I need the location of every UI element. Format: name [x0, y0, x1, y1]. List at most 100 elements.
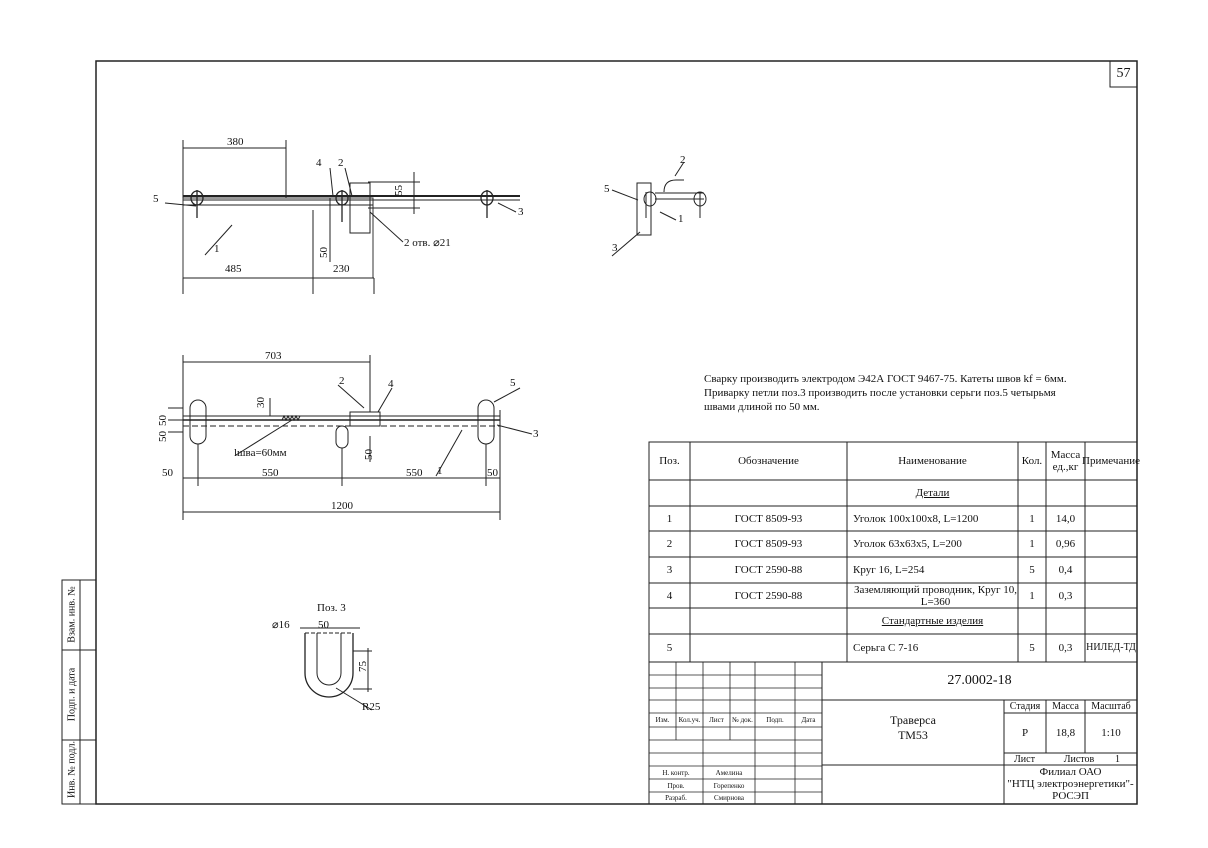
pos3-drawing — [300, 627, 373, 711]
stage-value: Р — [1021, 727, 1029, 739]
side-stamp-frame — [61, 579, 97, 805]
side-callout-5: 5 — [604, 183, 610, 195]
callout-2: 2 — [338, 157, 344, 169]
org-line-2: "НТЦ электроэнергетики"- — [1007, 778, 1134, 790]
hdr-note: Примечание — [1082, 455, 1140, 467]
view-2 — [168, 355, 533, 520]
dim-50-left-b: 50 — [157, 431, 169, 443]
sheet-frame — [95, 60, 1138, 805]
row2-pos: 2 — [666, 538, 673, 550]
row3-pos: 3 — [666, 564, 673, 576]
row1-pos: 1 — [666, 512, 673, 525]
row3-qty: 5 — [1029, 564, 1035, 576]
row4-qty: 1 — [1029, 589, 1035, 602]
plan-callout-1: 1 — [437, 465, 443, 477]
section-details: Детали — [915, 487, 950, 499]
holes-label: 2 отв. ⌀21 — [404, 237, 451, 249]
plan-callout-4: 4 — [388, 378, 394, 390]
pos3-diameter: ⌀16 — [272, 619, 290, 631]
callout-5: 5 — [153, 193, 159, 205]
dim-485: 485 — [225, 263, 242, 275]
col-kol-uch: Кол.уч. — [678, 716, 701, 724]
col-sign: Подп. — [766, 716, 784, 724]
dim-230: 230 — [333, 263, 350, 275]
side-callout-1: 1 — [678, 213, 684, 225]
sheet-number: 57 — [1116, 66, 1131, 81]
dim-50-left-a: 50 — [157, 415, 169, 427]
mass-value: 18,8 — [1055, 727, 1076, 739]
row5-pos: 5 — [666, 642, 673, 654]
org-line-1: Филиал ОАО — [1039, 766, 1102, 778]
dim-380: 380 — [227, 136, 244, 148]
section-standard: Стандартные изделия — [881, 615, 984, 627]
pos3-width: 50 — [318, 619, 330, 631]
hdr-qty: Кол. — [1021, 455, 1043, 467]
row3-mass: 0,4 — [1058, 564, 1073, 576]
plan-callout-3: 3 — [533, 428, 539, 440]
callout-1: 1 — [214, 243, 220, 255]
name-checked: Горепенко — [713, 781, 745, 790]
dim-50-bottom-right: 50 — [487, 467, 499, 479]
scale-label: Масштаб — [1091, 700, 1131, 712]
stamp-replace-inv: Взам. инв. № — [66, 586, 78, 643]
scale-value: 1:10 — [1101, 727, 1121, 739]
row4-pos: 4 — [666, 589, 673, 602]
row5-note: НИЛЕД-ТД — [1086, 642, 1136, 653]
drawing-title-1: Траверса — [890, 713, 936, 727]
callout-3: 3 — [518, 206, 524, 218]
row1-name: Уголок 100х100х8, L=1200 — [853, 512, 979, 525]
note-line-1: Сварку производить электродом Э42А ГОСТ … — [704, 373, 1067, 385]
role-checked: Пров. — [667, 781, 685, 790]
drawing-title-2: ТМ53 — [898, 728, 928, 742]
stamp-sign-date: Подп. и дата — [66, 667, 78, 722]
row1-designation: ГОСТ 8509-93 — [734, 512, 803, 525]
dim-1200: 1200 — [331, 500, 354, 512]
dim-50-bottom-left: 50 — [162, 467, 174, 479]
dim-50-mid: 50 — [363, 449, 375, 461]
row2-qty: 1 — [1029, 538, 1035, 550]
dim-55: 55 — [393, 185, 405, 197]
side-callout-2: 3 — [612, 242, 618, 254]
org-line-3: РОСЭП — [1052, 790, 1089, 802]
pos3-title: Поз. 3 — [317, 602, 346, 614]
view-1 — [164, 140, 520, 294]
dim-550-left: 550 — [262, 467, 279, 479]
hdr-mass: Масса ед.,кг — [1050, 449, 1081, 473]
hdr-designation: Обозначение — [738, 455, 799, 467]
row2-name: Уголок 63х63х5, L=200 — [853, 538, 962, 550]
row3-designation: ГОСТ 2590-88 — [734, 564, 803, 576]
row3-name: Круг 16, L=254 — [853, 564, 925, 576]
dim-703: 703 — [265, 350, 282, 362]
dim-30: 30 — [255, 397, 267, 409]
row4-designation: ГОСТ 2590-88 — [734, 589, 803, 602]
note-line-2: Приварку петли поз.3 производить после у… — [704, 387, 1056, 399]
hdr-name: Наименование — [898, 455, 967, 467]
sheet-label: Лист — [1014, 753, 1035, 765]
technical-notes: Сварку производить электродом Э42А ГОСТ … — [704, 372, 1124, 414]
drawing-code: 27.0002-18 — [947, 673, 1012, 688]
title-block-lines — [648, 661, 1138, 805]
row4-mass: 0,3 — [1058, 589, 1073, 602]
row2-mass: 0,96 — [1055, 538, 1076, 550]
role-developed: Разраб. — [665, 794, 687, 802]
row4-name: Заземляющий проводник, Круг 10, L=360 — [854, 583, 1017, 608]
row5-qty: 5 — [1029, 642, 1035, 654]
row1-qty: 1 — [1029, 512, 1035, 525]
stage-label: Стадия — [1009, 700, 1041, 712]
row5-mass: 0,3 — [1058, 642, 1073, 654]
dim-50: 50 — [318, 247, 330, 259]
role-norm-control: Н. контр. — [662, 768, 690, 777]
name-norm-control: Амелина — [715, 768, 743, 777]
note-line-3: швами длиной по 50 мм. — [704, 401, 820, 413]
col-date: Дата — [801, 716, 816, 724]
col-izm: Изм. — [655, 716, 670, 724]
pos3-height: 75 — [357, 661, 369, 673]
row5-name: Серьга С 7-16 — [853, 642, 919, 654]
side-callout-3: 2 — [680, 154, 686, 166]
row2-designation: ГОСТ 8509-93 — [734, 538, 803, 550]
sheets-value: 1 — [1115, 753, 1120, 765]
col-list: Лист — [709, 716, 724, 724]
row1-mass: 14,0 — [1055, 512, 1076, 525]
plan-callout-5: 5 — [510, 377, 516, 389]
